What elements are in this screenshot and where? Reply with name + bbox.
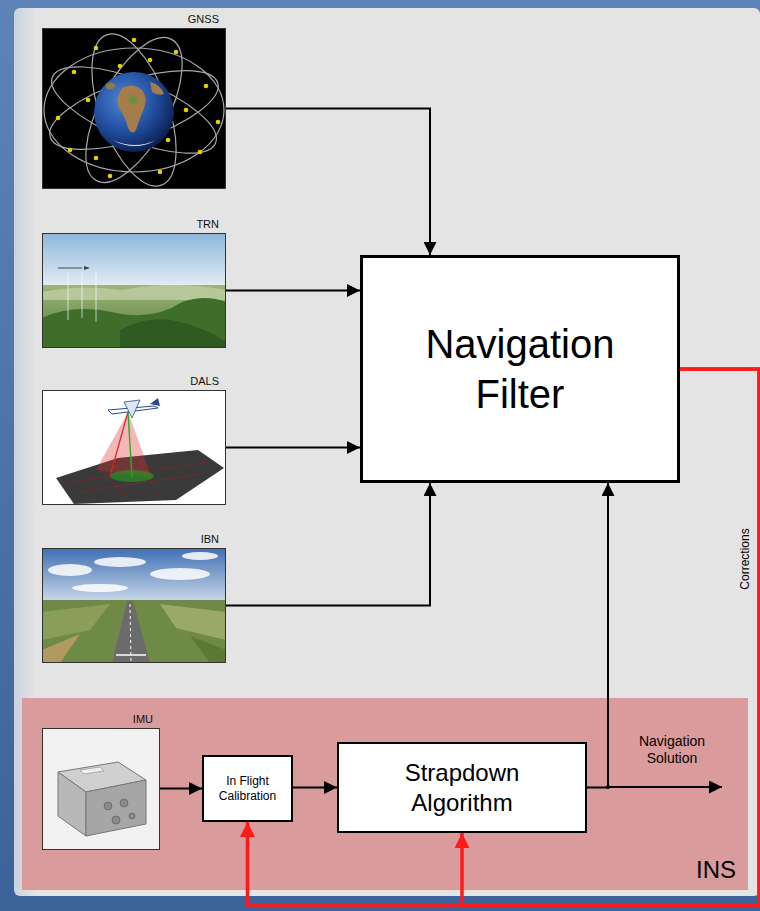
feedback-label: Corrections xyxy=(738,504,752,614)
output-arrow xyxy=(608,786,722,788)
signal-arrow xyxy=(226,483,430,606)
image-heading: IBN xyxy=(201,532,219,546)
signal-arrow xyxy=(587,483,608,788)
system-band: INS IMU In Flight Calibration Strapdown Alg… xyxy=(22,698,748,890)
signal-arrow xyxy=(293,787,337,789)
image-box: DALS xyxy=(42,390,226,505)
signal-arrow xyxy=(160,788,202,790)
image-heading: TRN xyxy=(196,217,219,231)
process-box: In Flight Calibration xyxy=(202,755,293,822)
image-box: GNSS xyxy=(42,28,226,189)
image-heading: GNSS xyxy=(188,12,219,26)
box-label: Strapdown Algorithm xyxy=(377,758,547,818)
signal-arrow xyxy=(226,109,430,256)
box-label: In Flight Calibration xyxy=(209,774,287,804)
box-label: Navigation Filter xyxy=(400,319,640,419)
image-heading: DALS xyxy=(190,374,219,388)
output-label: Navigation Solution xyxy=(622,733,722,767)
process-box: Navigation Filter xyxy=(360,255,680,483)
image-box: IBN xyxy=(42,548,226,663)
image-heading: IMU xyxy=(133,712,153,726)
band-label: INS xyxy=(696,856,736,884)
image-box: TRN xyxy=(42,233,226,348)
signal-arrow xyxy=(226,290,360,292)
image-box: IMU xyxy=(42,728,160,850)
process-box: Strapdown Algorithm xyxy=(337,742,587,833)
signal-arrow xyxy=(226,447,360,449)
